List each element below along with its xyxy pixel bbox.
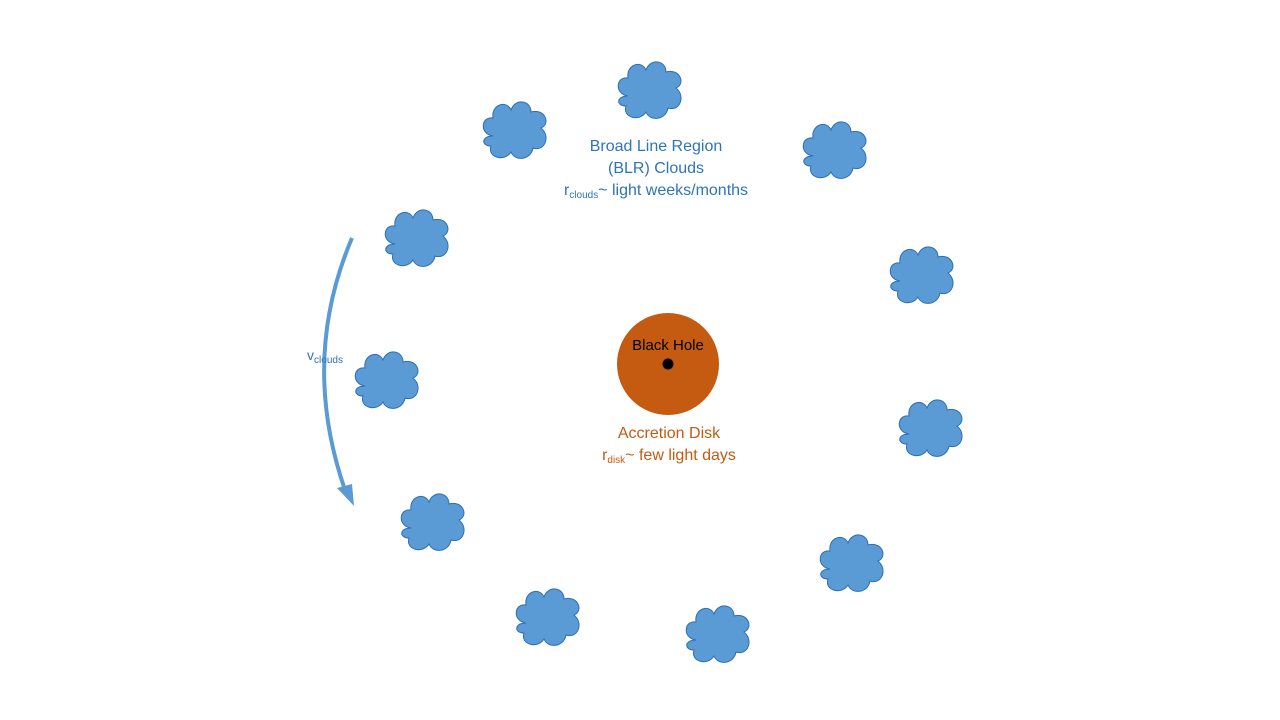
velocity-label: vclouds	[290, 346, 360, 366]
cloud-icon	[898, 399, 963, 457]
cloud-icon	[384, 209, 449, 267]
black-hole-dot-icon	[662, 358, 674, 370]
disk-label: Accretion Disk rdisk~ few light days	[540, 423, 798, 467]
cloud-icon	[354, 351, 419, 409]
disk-radius-subscript: disk	[607, 455, 626, 466]
disk-radius-value: ~ few light days	[625, 447, 736, 464]
cloud-icon	[685, 605, 750, 663]
disk-radius: rdisk~ few light days	[540, 445, 798, 467]
disk-title: Accretion Disk	[617, 425, 721, 442]
blr-label: Broad Line Region (BLR) Clouds rclouds~ …	[500, 136, 812, 202]
cloud-icon	[515, 588, 580, 646]
cloud-icon	[400, 493, 465, 551]
black-hole-label: Black Hole	[632, 337, 704, 354]
velocity-subscript: clouds	[314, 355, 343, 366]
blr-radius: rclouds~ light weeks/months	[500, 180, 812, 202]
blr-radius-subscript: clouds	[569, 190, 599, 201]
blr-title-line1: Broad Line Region	[589, 138, 723, 155]
blr-title-line2: (BLR) Clouds	[607, 160, 705, 177]
cloud-icon	[889, 246, 954, 304]
velocity-arrowhead-icon	[337, 484, 354, 506]
blr-radius-symbol: r	[563, 182, 570, 199]
cloud-icon	[819, 534, 884, 592]
cloud-icon	[802, 121, 867, 179]
velocity-symbol: v	[307, 347, 315, 363]
blr-radius-value: ~ light weeks/months	[598, 182, 749, 199]
cloud-icon	[617, 61, 682, 119]
disk-radius-symbol: r	[602, 447, 608, 464]
velocity-arrow	[322, 237, 354, 491]
